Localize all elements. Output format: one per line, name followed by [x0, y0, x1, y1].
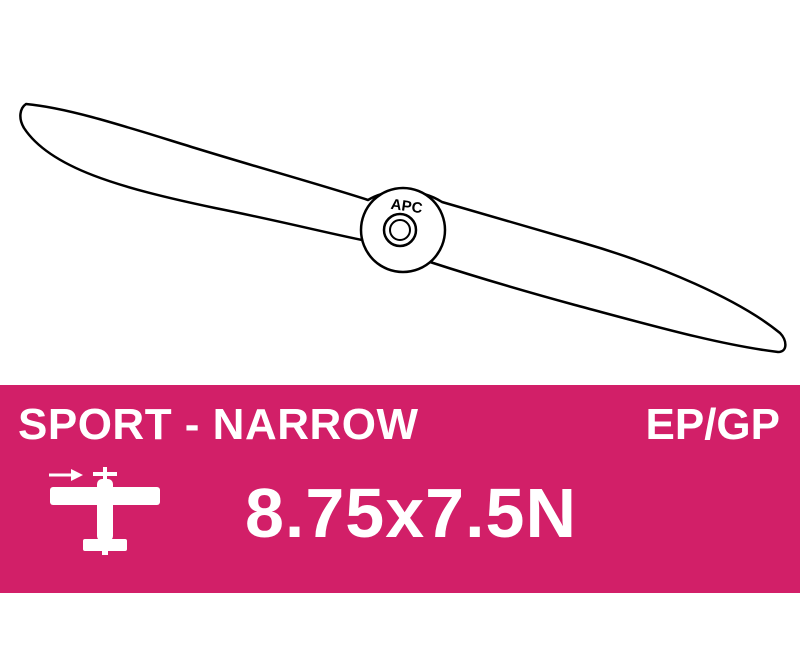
product-banner: SPORT - NARROW EP/GP 8.75x7.5N — [0, 385, 800, 593]
apc-logo: APC — [390, 196, 424, 217]
propeller-illustration: APC — [19, 102, 787, 354]
hub-bore-inner — [389, 219, 411, 241]
airplane-icon — [49, 467, 160, 555]
propeller-size: 8.75x7.5N — [245, 474, 578, 552]
propeller-icon: APC — [19, 102, 787, 354]
category-label: SPORT - NARROW — [18, 400, 419, 449]
power-type-label: EP/GP — [645, 400, 781, 449]
